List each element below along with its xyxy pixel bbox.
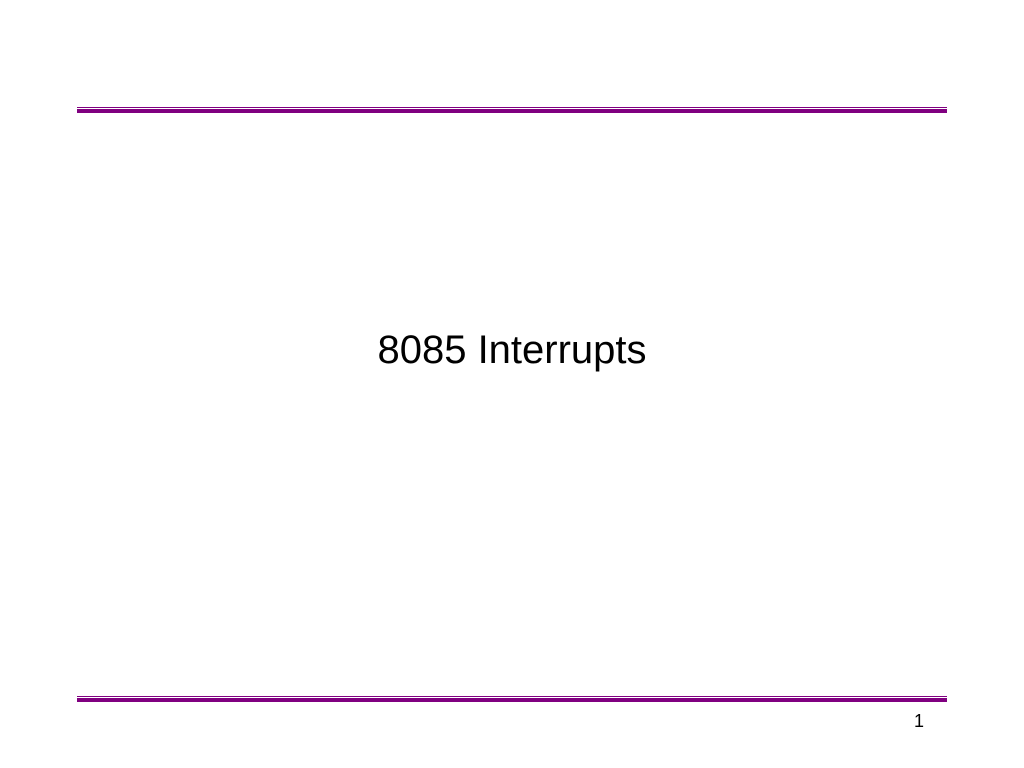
top-divider-thin-line bbox=[77, 107, 947, 108]
top-divider bbox=[77, 107, 947, 113]
bottom-divider-thick-line bbox=[77, 698, 947, 702]
page-number: 1 bbox=[913, 711, 924, 731]
bottom-divider bbox=[77, 696, 947, 702]
bottom-divider-thin-line bbox=[77, 696, 947, 697]
top-divider-thick-line bbox=[77, 109, 947, 113]
slide-title: 8085 Interrupts bbox=[377, 328, 647, 372]
